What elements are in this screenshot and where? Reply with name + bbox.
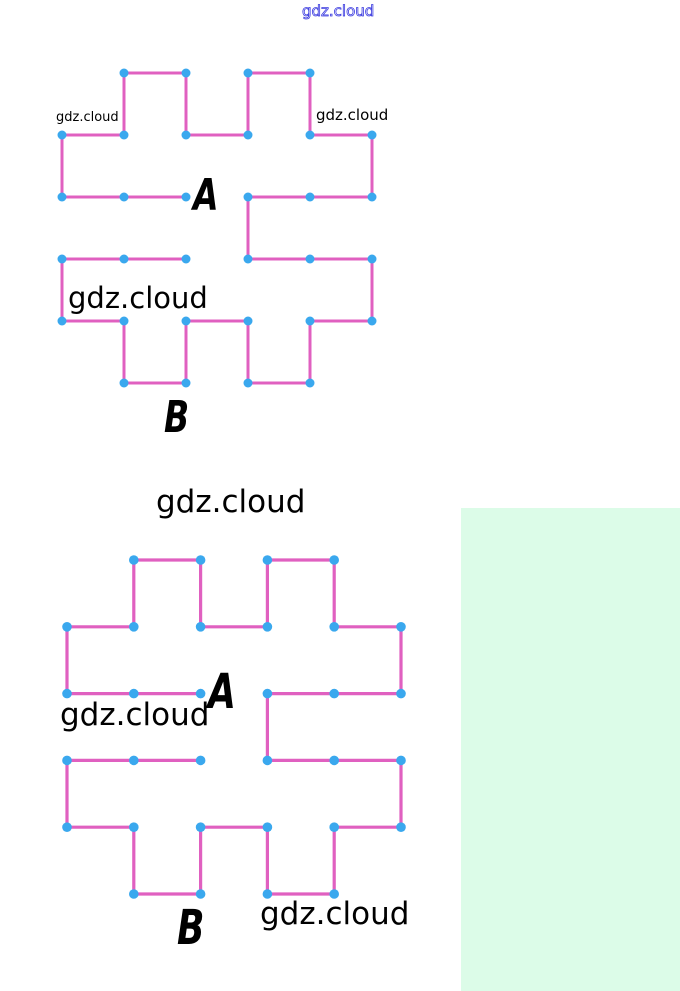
grid-dot	[329, 889, 340, 899]
grid-dot	[181, 378, 191, 388]
grid-dot	[119, 192, 129, 202]
grid-dot	[195, 622, 206, 632]
figure-bottom	[62, 555, 406, 899]
grid-dot	[367, 130, 377, 140]
grid-dot	[57, 192, 67, 202]
watermark: gdz.cloud	[316, 106, 389, 124]
grid-dot	[243, 130, 253, 140]
point-label-b-top: B	[164, 392, 190, 443]
grid-dot	[57, 316, 67, 326]
grid-dot	[57, 130, 67, 140]
point-label-a-bottom: A	[208, 664, 236, 720]
grid-dot	[262, 822, 273, 832]
grid-dot	[129, 889, 139, 899]
grid-dot	[119, 130, 129, 140]
grid-dot	[396, 688, 406, 699]
point-label-a-top: A	[193, 170, 219, 221]
grid-dot	[262, 622, 273, 632]
watermark: gdz.cloud	[68, 281, 208, 315]
grid-dot	[329, 755, 340, 766]
grid-dot	[181, 192, 191, 202]
grid-dot	[129, 755, 139, 766]
grid-dot	[396, 822, 406, 832]
grid-dot	[62, 688, 72, 699]
watermark: gdz.cloud	[60, 697, 210, 733]
grid-dot	[129, 822, 139, 832]
watermark: gdz.cloud	[156, 484, 306, 520]
grid-dot	[62, 755, 72, 766]
broken-line	[65, 558, 403, 896]
grid-dot	[195, 688, 206, 699]
grid-dot	[195, 889, 206, 899]
grid-dot	[181, 130, 191, 140]
grid-dot	[329, 822, 340, 832]
grid-dot	[129, 688, 139, 699]
grid-dot	[329, 555, 340, 565]
grid-dot	[305, 68, 315, 78]
grid-dot	[57, 254, 67, 264]
grid-dot	[181, 316, 191, 326]
watermark: gdz.cloud	[56, 110, 119, 125]
grid-dot	[243, 192, 253, 202]
grid-dot	[305, 254, 315, 264]
grid-dot	[181, 68, 191, 78]
grid-dot	[262, 688, 273, 699]
grid-dot	[195, 555, 206, 565]
grid-dot	[367, 192, 377, 202]
grid-dot	[305, 316, 315, 326]
grid-dot	[129, 555, 139, 565]
grid-dot	[305, 378, 315, 388]
grid-dot	[62, 622, 72, 632]
grid-dot	[62, 822, 72, 832]
grid-dot	[119, 316, 129, 326]
grid-dot	[329, 622, 340, 632]
grid-dot	[243, 254, 253, 264]
watermark: gdz.cloud	[260, 896, 410, 932]
grid-dot	[367, 316, 377, 326]
point-label-b-bottom: B	[177, 900, 205, 956]
broken-line	[60, 71, 374, 385]
side-panel	[461, 508, 680, 991]
grid-dot	[243, 316, 253, 326]
grid-dot	[262, 889, 273, 899]
grid-dot	[305, 192, 315, 202]
grid-dot	[243, 378, 253, 388]
grid-dot	[305, 130, 315, 140]
figure-top	[57, 68, 377, 388]
grid-dot	[119, 378, 129, 388]
grid-dot	[119, 254, 129, 264]
grid-dot	[243, 68, 253, 78]
grid-dot	[119, 68, 129, 78]
watermark: gdz.cloud	[302, 2, 375, 21]
grid-dot	[367, 254, 377, 264]
grid-dot	[195, 755, 206, 766]
grid-dot	[262, 755, 273, 766]
grid-dot	[129, 622, 139, 632]
grid-dot	[396, 755, 406, 766]
grid-dot	[262, 555, 273, 565]
grid-dot	[195, 822, 206, 832]
grid-dot	[396, 622, 406, 632]
grid-dot	[181, 254, 191, 264]
grid-dot	[329, 688, 340, 699]
